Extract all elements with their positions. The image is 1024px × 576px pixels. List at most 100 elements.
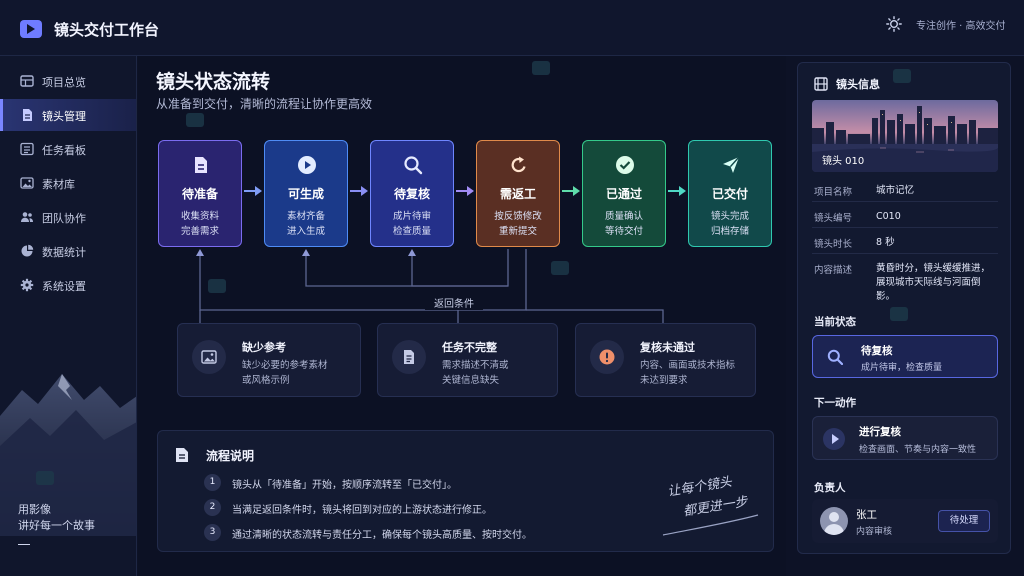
current-status-card[interactable]: 待复核 成片待审，检查质量 xyxy=(812,335,998,378)
sidebar-item-assets[interactable]: 素材库 xyxy=(0,167,136,199)
list-icon xyxy=(20,142,34,156)
current-status-desc: 成片待审，检查质量 xyxy=(861,363,943,373)
stage-delivered[interactable]: 已交付 镜头完成归档存储 xyxy=(688,140,772,247)
stage-description: 按反馈修改重新提交 xyxy=(477,209,559,239)
step-text: 当满足返回条件时，镜头将回到对应的上游状态进行修正。 xyxy=(232,505,492,516)
stage-desc-line: 归档存储 xyxy=(710,226,749,237)
sidebar-item-stats[interactable]: 数据统计 xyxy=(0,235,136,267)
stage-desc-line: 按反馈修改 xyxy=(494,211,542,222)
info-value: 黄昏时分，镜头缓缓推进，展现城市天际线与河面倒影。 xyxy=(876,263,991,302)
arrow-right-icon xyxy=(350,186,368,196)
page-title: 镜头状态流转 xyxy=(156,71,271,93)
next-action-card[interactable]: 进行复核 检查画面、节奏与内容一致性 xyxy=(812,416,998,460)
city-skyline-image xyxy=(812,100,998,172)
condition-review-failed: 复核未通过 内容、画面或技术指标未达到要求 xyxy=(575,323,756,397)
stage-description: 收集资料完善需求 xyxy=(159,209,241,239)
condition-desc-line: 内容、画面或技术指标 xyxy=(640,360,736,371)
info-row-shot-id: 镜头编号 C010 xyxy=(812,203,998,228)
document-icon xyxy=(20,108,34,122)
quote-line-1: 用影像 xyxy=(18,503,51,516)
shot-thumbnail[interactable]: 镜头 010 xyxy=(812,100,998,172)
check-circle-icon xyxy=(615,155,635,175)
condition-description: 缺少必要的参考素材或风格示例 xyxy=(242,358,328,388)
step-number: 1 xyxy=(204,474,221,491)
step-text: 通过清晰的状态流转与责任分工，确保每个镜头高质量、按时交付。 xyxy=(232,530,532,541)
condition-desc-line: 需求描述不清或 xyxy=(442,360,509,371)
sidebar-item-label: 团队协作 xyxy=(42,212,86,225)
sidebar: 项目总览 镜头管理 任务看板 素材库 团队协作 数据统计 系统设置 用影像 讲好… xyxy=(0,56,137,576)
info-value: C010 xyxy=(876,211,901,222)
watermark-logo xyxy=(186,113,204,127)
stage-desc-line: 等待交付 xyxy=(604,226,643,237)
stage-title: 需返工 xyxy=(499,187,536,201)
info-row-duration: 镜头时长 8 秒 xyxy=(812,229,998,254)
stage-needs-rework[interactable]: 需返工 按反馈修改重新提交 xyxy=(476,140,560,247)
stage-approved[interactable]: 已通过 质量确认等待交付 xyxy=(582,140,666,247)
condition-description: 需求描述不清或关键信息缺失 xyxy=(442,358,509,388)
stage-title: 待准备 xyxy=(181,187,218,201)
info-value: 8 秒 xyxy=(876,237,895,248)
stage-desc-line: 检查质量 xyxy=(392,226,431,237)
stage-description: 成片待审检查质量 xyxy=(371,209,453,239)
play-icon xyxy=(297,155,317,175)
avatar xyxy=(820,507,848,535)
info-row-project: 项目名称 城市记忆 xyxy=(812,177,998,202)
process-title: 流程说明 xyxy=(206,449,255,463)
current-status-label: 当前状态 xyxy=(814,316,856,328)
condition-description: 内容、画面或技术指标未达到要求 xyxy=(640,358,735,388)
stage-desc-line: 重新提交 xyxy=(498,226,537,237)
sidebar-item-overview[interactable]: 项目总览 xyxy=(0,65,136,97)
step-number: 3 xyxy=(204,524,221,541)
document-icon xyxy=(191,155,211,175)
watermark-logo xyxy=(208,279,226,293)
send-icon xyxy=(721,155,741,175)
image-icon xyxy=(20,176,34,190)
stage-desc-line: 镜头完成 xyxy=(710,211,749,222)
sidebar-item-team[interactable]: 团队协作 xyxy=(0,201,136,233)
watermark-logo xyxy=(551,261,569,275)
condition-desc-line: 关键信息缺失 xyxy=(442,375,500,386)
signature-line-1: 让每个镜头 xyxy=(666,474,734,500)
condition-title: 缺少参考 xyxy=(242,341,286,354)
step-text: 镜头从「待准备」开始，按顺序流转至「已交付」。 xyxy=(232,480,457,491)
sidebar-item-settings[interactable]: 系统设置 xyxy=(0,269,136,301)
sidebar-item-tasks[interactable]: 任务看板 xyxy=(0,133,136,165)
return-conditions-label: 返回条件 xyxy=(425,295,483,310)
arrow-right-icon xyxy=(668,186,686,196)
next-action-label: 下一动作 xyxy=(814,397,856,409)
arrow-right-icon xyxy=(562,186,580,196)
top-bar: 镜头交付工作台 专注创作 · 高效交付 xyxy=(0,0,1024,56)
sidebar-item-shots[interactable]: 镜头管理 xyxy=(0,99,136,131)
sidebar-item-label: 任务看板 xyxy=(42,144,86,157)
owner-role: 内容审核 xyxy=(856,527,893,537)
alert-icon xyxy=(590,340,624,374)
arrow-right-icon xyxy=(244,186,262,196)
step-number: 2 xyxy=(204,499,221,516)
stage-desc-line: 进入生成 xyxy=(286,226,325,237)
stage-pending-review[interactable]: 待复核 成片待审检查质量 xyxy=(370,140,454,247)
sun-icon[interactable] xyxy=(886,16,902,32)
film-icon xyxy=(814,76,828,91)
watermark-logo xyxy=(36,471,54,485)
condition-desc-line: 缺少必要的参考素材 xyxy=(242,360,328,371)
stage-title: 已交付 xyxy=(711,187,748,201)
stage-title: 待复核 xyxy=(393,187,430,201)
stage-pending-prep[interactable]: 待准备 收集资料完善需求 xyxy=(158,140,242,247)
info-key: 镜头时长 xyxy=(814,239,853,250)
gear-icon xyxy=(20,278,34,292)
main-content: 镜头状态流转 从准备到交付，清晰的流程让协作更高效 返回条件 待准备 收集资料完… xyxy=(138,56,786,576)
stage-desc-line: 素材齐备 xyxy=(286,211,325,222)
pending-button[interactable]: 待处理 xyxy=(938,510,990,532)
play-icon xyxy=(823,428,845,450)
signature-underline xyxy=(662,514,759,536)
search-icon xyxy=(827,349,844,366)
arrow-right-icon xyxy=(456,186,474,196)
stage-ready-to-generate[interactable]: 可生成 素材齐备进入生成 xyxy=(264,140,348,247)
app-title: 镜头交付工作台 xyxy=(54,21,160,39)
condition-missing-reference: 缺少参考 缺少必要的参考素材或风格示例 xyxy=(177,323,361,397)
search-icon xyxy=(403,155,423,175)
stage-description: 素材齐备进入生成 xyxy=(265,209,347,239)
condition-incomplete-task: 任务不完整 需求描述不清或关键信息缺失 xyxy=(377,323,558,397)
current-status-title: 待复核 xyxy=(861,345,893,357)
sidebar-item-label: 数据统计 xyxy=(42,246,86,259)
